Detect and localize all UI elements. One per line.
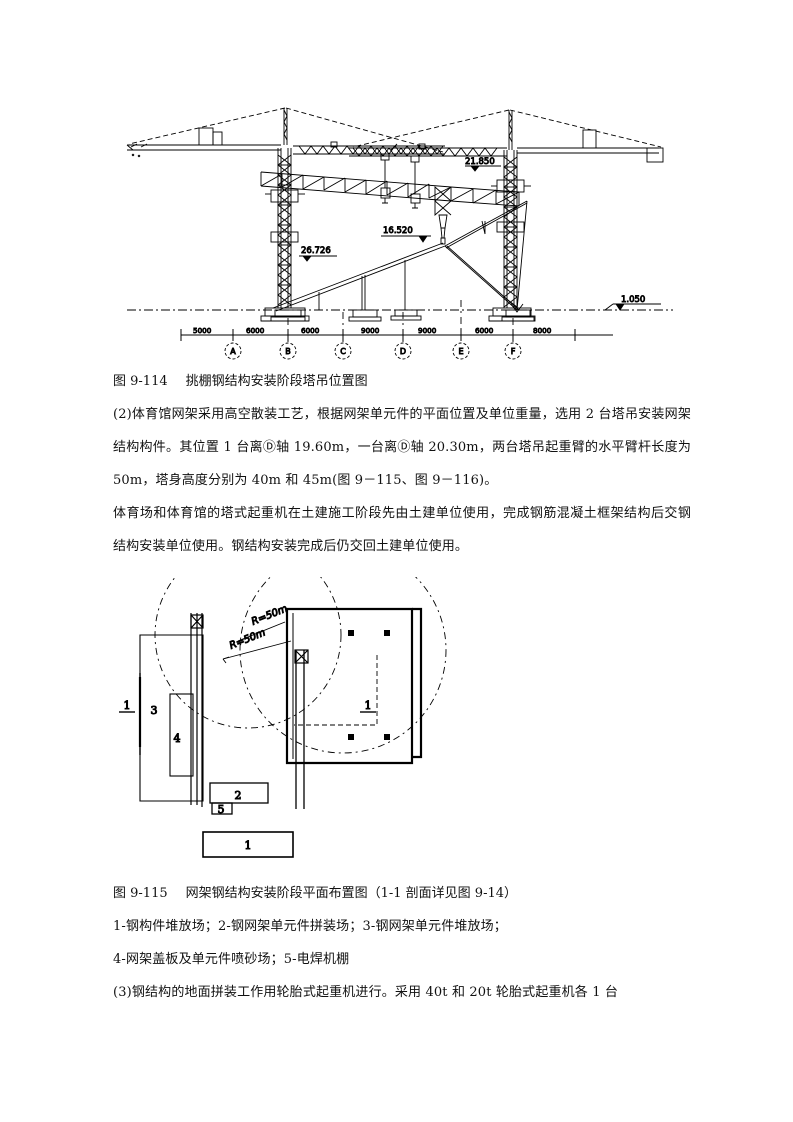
area-number-4: 4 — [174, 732, 181, 745]
area-4-block — [169, 693, 194, 777]
dimension-5000: 5000 — [193, 326, 212, 335]
canopy-truss-top — [260, 171, 452, 202]
radius-label-1: R=50m — [250, 603, 289, 627]
building-inner-dashed — [294, 655, 378, 726]
elevation-label-1050: 1.050 — [621, 295, 645, 305]
crane-rail-left — [190, 613, 203, 807]
body-paragraph-2: 体育场和体育馆的塔式起重机在土建施工阶段先由土建单位使用，完成钢筋混凝土框架结构… — [113, 506, 691, 554]
ground-elevation-marker — [604, 303, 661, 311]
right-crane-jib — [349, 143, 507, 209]
radius-label-2: R=50m — [228, 627, 267, 651]
figure-9-115-drawing: R=50m R=50m — [113, 577, 691, 867]
left-crane-apex — [283, 108, 288, 145]
tower-crane-base-right — [294, 649, 309, 664]
dimension-8000: 8000 — [533, 326, 552, 335]
figure-9-115-legend-line-1: 1-钢构件堆放场；2-钢网架单元件拼装场；3-钢网架单元件堆放场； — [113, 919, 507, 934]
page-content: 26.726 — [113, 60, 691, 1009]
area-number-5: 5 — [218, 803, 225, 816]
grid-label-a: A — [230, 347, 236, 356]
elevation-label-26726: 26.726 — [301, 246, 331, 256]
building-outline-outer — [412, 607, 423, 759]
figure-9-114-caption-title: 挑棚钢结构安装阶段塔吊位置图 — [185, 374, 368, 389]
area-2-block — [209, 782, 269, 804]
figure-9-115-caption-title: 网架钢结构安装阶段平面布置图（1-1 剖面详见图 9-14） — [185, 886, 518, 901]
canopy-truss-right — [450, 186, 520, 207]
crane-rail-right — [295, 650, 305, 809]
grid-label-e: E — [458, 347, 463, 356]
figure-9-114-drawing: 26.726 — [113, 60, 691, 365]
grid-bubbles — [224, 342, 522, 360]
dimension-6000-2: 6000 — [301, 326, 320, 335]
right-crane-counter-jib — [517, 129, 664, 163]
left-crane-tie-cables — [128, 107, 444, 153]
truss-elevation-marker — [381, 235, 431, 243]
grid-axis-lines — [287, 300, 514, 343]
dimension-9000-1: 9000 — [361, 326, 380, 335]
elevation-label-16520: 16.520 — [383, 226, 413, 236]
left-tower-elevation-marker — [299, 255, 337, 262]
grid-label-c: C — [340, 347, 346, 356]
section-label-right: 1 — [365, 699, 372, 712]
building-columns — [348, 630, 390, 740]
grid-label-d: D — [400, 347, 406, 356]
body-paragraph-1: (2)体育馆网架采用高空散装工艺，根据网架单元件的平面位置及单位重量，选用 2 … — [113, 407, 691, 488]
crane-swing-circles — [154, 577, 447, 754]
grid-label-b: B — [285, 347, 291, 356]
left-crane-mast — [265, 148, 305, 308]
canopy-king-post — [434, 186, 452, 245]
elevation-label-21850: 21.850 — [465, 157, 495, 167]
radius-leader-1 — [237, 621, 286, 646]
dimension-6000-3: 6000 — [475, 326, 494, 335]
area-number-3: 3 — [151, 704, 158, 717]
dimension-6000-1: 6000 — [246, 326, 265, 335]
figure-9-115-legend-line-2: 4-网架盖板及单元件喷砂场；5-电焊机棚 — [113, 952, 350, 967]
dimension-9000-2: 9000 — [418, 326, 437, 335]
right-crane-mast — [491, 150, 531, 308]
section-marker-left — [119, 673, 141, 755]
building-outline — [285, 607, 414, 765]
figure-9-115-caption: 图 9-115 网架钢结构安装阶段平面布置图（1-1 剖面详见图 9-14） — [113, 877, 691, 910]
grid-label-f: F — [511, 347, 516, 356]
right-crane-apex — [508, 110, 513, 150]
area-5-block — [211, 802, 233, 815]
figure-9-114-caption: 图 9-114 挑棚钢结构安装阶段塔吊位置图 — [113, 365, 691, 398]
area-number-1: 1 — [245, 839, 252, 852]
figure-9-115-caption-label: 图 9-115 — [113, 886, 168, 901]
canopy-inclined-stay — [272, 200, 528, 313]
tower-crane-base-left — [190, 614, 204, 629]
area-1-block — [202, 831, 294, 858]
right-crane-tie-cables — [352, 109, 662, 148]
radius-leader-2 — [222, 640, 292, 664]
body-paragraph-3: (3)钢结构的地面拼装工作用轮胎式起重机进行。采用 40t 和 20t 轮胎式起… — [113, 985, 619, 1000]
left-crane-counter-jib — [126, 127, 281, 158]
section-label-left: 1 — [124, 699, 131, 712]
figure-9-114-caption-label: 图 9-114 — [113, 374, 168, 389]
area-number-2: 2 — [235, 789, 242, 802]
right-tower-elevation-marker — [465, 165, 501, 172]
foundations — [270, 309, 535, 322]
